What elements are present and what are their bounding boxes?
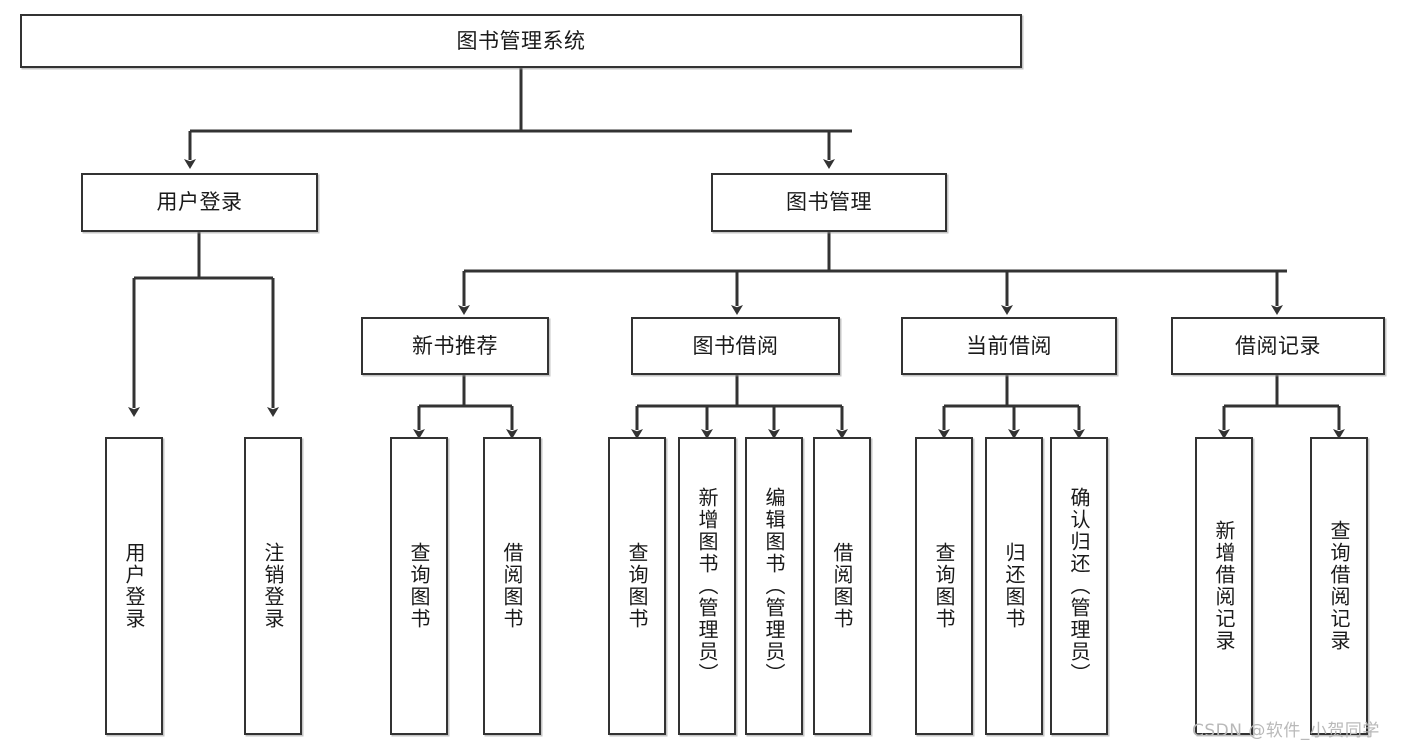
csdn-watermark: CSDN @软件_小贺同学 <box>1192 721 1380 741</box>
node-leaf-logout-label: 注销登录 <box>261 542 285 630</box>
node-leaf-return-book[interactable]: 归还图书 <box>985 437 1043 735</box>
node-leaf-borrow-book-1[interactable]: 借阅图书 <box>483 437 541 735</box>
node-current-borrow[interactable]: 当前借阅 <box>901 317 1117 375</box>
node-leaf-return-book-label: 归还图书 <box>1002 542 1026 630</box>
node-leaf-query-record-label: 查询借阅记录 <box>1327 520 1351 652</box>
node-leaf-borrow-book-2-label: 借阅图书 <box>830 542 854 630</box>
node-leaf-edit-book[interactable]: 编辑图书（管理员） <box>745 437 803 735</box>
node-leaf-confirm-return-label: 确认归还（管理员） <box>1067 487 1091 685</box>
node-leaf-query-record[interactable]: 查询借阅记录 <box>1310 437 1368 735</box>
node-leaf-borrow-book-1-label: 借阅图书 <box>500 542 524 630</box>
node-leaf-query-book-3[interactable]: 查询图书 <box>915 437 973 735</box>
node-leaf-user-login-label: 用户登录 <box>122 542 146 630</box>
node-root-label: 图书管理系统 <box>456 28 586 53</box>
node-new-book-recommend[interactable]: 新书推荐 <box>361 317 549 375</box>
node-leaf-add-record[interactable]: 新增借阅记录 <box>1195 437 1253 735</box>
node-new-book-recommend-label: 新书推荐 <box>412 333 498 358</box>
node-leaf-borrow-book-2[interactable]: 借阅图书 <box>813 437 871 735</box>
node-leaf-query-book-2[interactable]: 查询图书 <box>608 437 666 735</box>
node-leaf-query-book-2-label: 查询图书 <box>625 542 649 630</box>
node-book-borrow-label: 图书借阅 <box>692 333 779 358</box>
node-leaf-confirm-return[interactable]: 确认归还（管理员） <box>1050 437 1108 735</box>
node-book-management[interactable]: 图书管理 <box>711 173 947 232</box>
node-leaf-add-book-label: 新增图书（管理员） <box>695 487 719 685</box>
node-leaf-query-book-1-label: 查询图书 <box>407 542 431 630</box>
node-leaf-edit-book-label: 编辑图书（管理员） <box>762 487 786 685</box>
node-leaf-add-book[interactable]: 新增图书（管理员） <box>678 437 736 735</box>
node-leaf-add-record-label: 新增借阅记录 <box>1212 520 1236 652</box>
node-current-borrow-label: 当前借阅 <box>966 333 1052 358</box>
node-leaf-query-book-3-label: 查询图书 <box>932 542 956 630</box>
node-leaf-query-book-1[interactable]: 查询图书 <box>390 437 448 735</box>
node-leaf-user-login[interactable]: 用户登录 <box>105 437 163 735</box>
node-leaf-logout[interactable]: 注销登录 <box>244 437 302 735</box>
node-book-borrow[interactable]: 图书借阅 <box>631 317 840 375</box>
node-borrow-record-label: 借阅记录 <box>1235 333 1321 358</box>
node-user-login-label: 用户登录 <box>156 190 243 215</box>
node-borrow-record[interactable]: 借阅记录 <box>1171 317 1385 375</box>
node-book-management-label: 图书管理 <box>786 190 872 215</box>
node-root[interactable]: 图书管理系统 <box>20 14 1022 68</box>
node-user-login[interactable]: 用户登录 <box>81 173 318 232</box>
